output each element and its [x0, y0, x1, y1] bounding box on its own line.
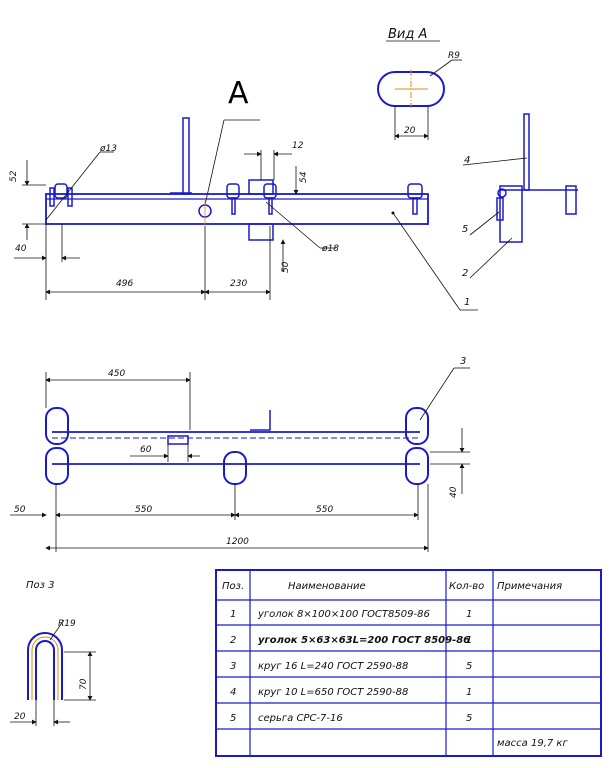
- row-3-qty: 5: [466, 661, 472, 672]
- dim-54: 54: [299, 171, 309, 183]
- dim-450: 450: [108, 369, 125, 379]
- pos3-height: 70: [79, 678, 89, 690]
- pos3-detail: Поз 3 R19 70 20: [10, 580, 96, 726]
- shackle-middle: [223, 451, 247, 485]
- header-qty: Кол-во: [449, 581, 484, 592]
- row-5-pos: 5: [230, 713, 236, 724]
- callout-3: 3: [460, 356, 466, 367]
- row-4-pos: 4: [230, 687, 236, 698]
- front-elevation: А 52: [9, 76, 478, 311]
- plan-dim-40: 40: [449, 486, 459, 498]
- dim-230: 230: [230, 279, 247, 289]
- pos3-radius: R19: [58, 619, 76, 629]
- dim-1200: 1200: [226, 537, 249, 547]
- header-name: Наименование: [288, 581, 366, 592]
- shackle-right: [405, 407, 429, 485]
- vertical-rod: [182, 117, 190, 195]
- view-a: Вид А R9 20: [377, 27, 462, 140]
- header-notes: Примечания: [497, 581, 562, 592]
- callout-2: 2: [462, 268, 468, 279]
- shackle-left: [45, 407, 69, 485]
- row-5-qty: 5: [466, 713, 472, 724]
- pos3-width: 20: [14, 712, 26, 722]
- dia-18: ø18: [321, 244, 339, 254]
- side-view: 4 5 2 1: [462, 113, 578, 308]
- plan-view: 450 60 50 550 550 1200 40 3: [10, 356, 470, 552]
- dim-50: 50: [281, 261, 291, 273]
- pos3-title: Поз 3: [26, 580, 55, 591]
- dim-12: 12: [292, 141, 304, 151]
- view-a-title: Вид А: [388, 27, 427, 42]
- main-beam: [45, 193, 429, 225]
- spec-table: Поз. Наименование Кол-во Примечания 1 уг…: [215, 569, 602, 757]
- view-a-width: 20: [404, 126, 416, 136]
- callout-5: 5: [462, 224, 468, 235]
- row-3-pos: 3: [230, 661, 236, 672]
- callout-1: 1: [464, 297, 470, 308]
- plan-dim-50: 50: [14, 505, 26, 515]
- row-1-qty: 1: [466, 609, 472, 620]
- row-1-name: уголок 8×100×100 ГОСТ8509-86: [257, 609, 430, 620]
- row-1-pos: 1: [230, 609, 236, 620]
- row-2-pos: 2: [230, 635, 236, 646]
- dim-52: 52: [9, 170, 19, 182]
- row-2-name: уголок 5×63×63L=200 ГОСТ 8509-86: [258, 635, 470, 646]
- dim-60: 60: [140, 445, 152, 455]
- dim-496: 496: [116, 279, 133, 289]
- row-2-qty: 1: [466, 635, 472, 646]
- view-a-radius: R9: [448, 51, 460, 61]
- header-pos: Поз.: [222, 581, 244, 592]
- dim-550-left: 550: [135, 505, 152, 515]
- callout-4: 4: [464, 155, 470, 166]
- row-4-qty: 1: [466, 687, 472, 698]
- row-3-name: круг 16 L=240 ГОСТ 2590-88: [258, 661, 408, 672]
- dia-13: ø13: [99, 144, 117, 154]
- section-label-a: А: [228, 76, 249, 111]
- row-4-name: круг 10 L=650 ГОСТ 2590-88: [258, 687, 408, 698]
- dim-40: 40: [15, 244, 27, 254]
- mass-total: масса 19,7 кг: [497, 738, 568, 749]
- row-5-name: серьга СРС-7-16: [258, 713, 343, 724]
- dim-550-right: 550: [316, 505, 333, 515]
